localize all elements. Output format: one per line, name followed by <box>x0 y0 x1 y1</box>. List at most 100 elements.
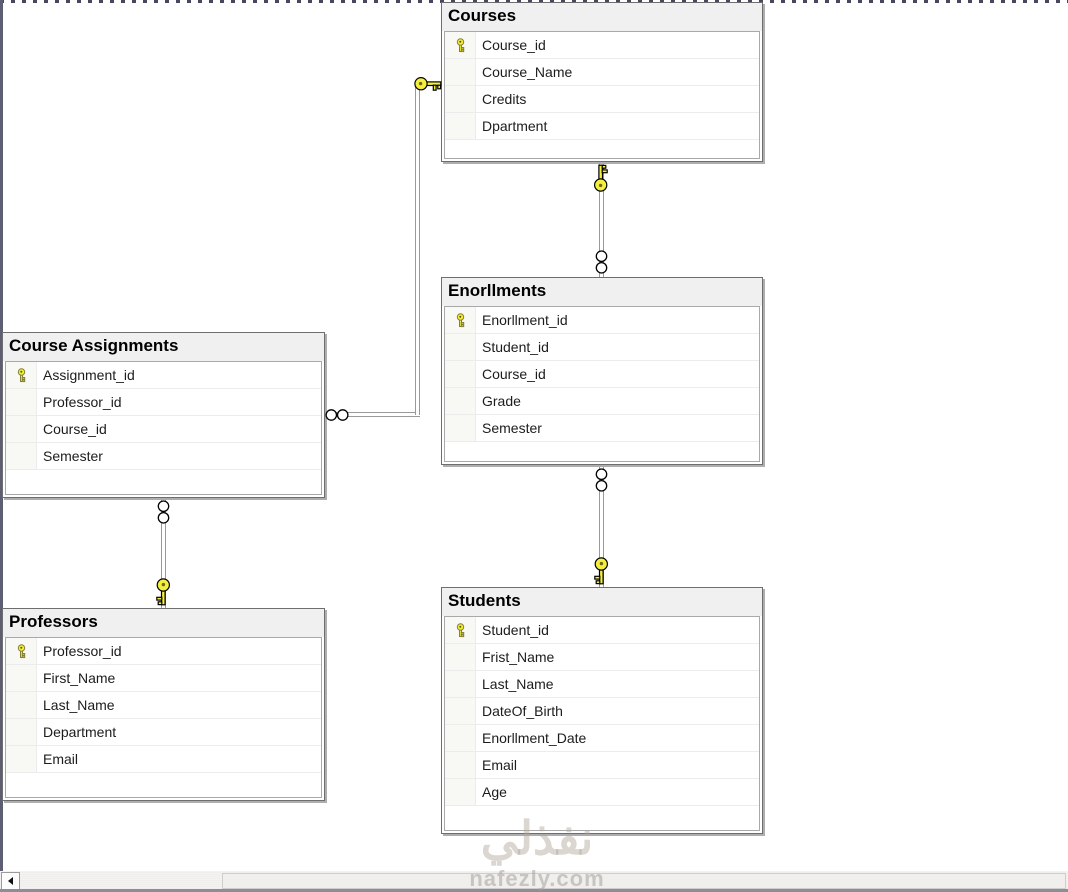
table-title[interactable]: Enorllments <box>442 278 762 306</box>
column-row[interactable]: Semester <box>445 415 759 442</box>
relationship-line[interactable] <box>599 162 604 278</box>
table-title[interactable]: Students <box>442 588 762 616</box>
column-row[interactable]: Enorllment_id <box>445 307 759 334</box>
scrollbar-thumb[interactable] <box>222 873 1066 889</box>
column-row[interactable]: Semester <box>6 443 321 470</box>
row-selector-cell[interactable] <box>6 443 37 469</box>
row-selector-cell[interactable] <box>6 692 37 718</box>
column-row[interactable]: Student_id <box>445 617 759 644</box>
row-selector-cell[interactable] <box>445 334 476 360</box>
column-name: Email <box>43 751 79 767</box>
table-title[interactable]: Courses <box>442 3 762 31</box>
row-selector-cell[interactable] <box>6 389 37 415</box>
column-name: Assignment_id <box>43 367 135 383</box>
column-name: Course_Name <box>482 64 573 80</box>
row-selector-cell[interactable] <box>445 388 476 414</box>
column-row[interactable]: Course_id <box>445 32 759 59</box>
row-selector-cell[interactable] <box>445 644 476 670</box>
row-selector-cell[interactable] <box>445 361 476 387</box>
column-name: Grade <box>482 393 521 409</box>
column-name: Age <box>482 784 507 800</box>
relationship-line[interactable] <box>161 496 166 609</box>
row-selector-cell[interactable] <box>445 698 476 724</box>
column-row[interactable]: Course_id <box>445 361 759 388</box>
row-selector-cell[interactable] <box>445 671 476 697</box>
infinity-many-icon <box>324 408 350 422</box>
column-row[interactable]: Email <box>6 746 321 773</box>
column-row[interactable]: Student_id <box>445 334 759 361</box>
row-selector-cell[interactable] <box>6 362 37 388</box>
left-arrow-icon <box>8 877 13 885</box>
row-selector-cell[interactable] <box>6 416 37 442</box>
row-selector-cell[interactable] <box>6 746 37 772</box>
column-name: Course_id <box>482 366 546 382</box>
row-selector-cell[interactable] <box>6 719 37 745</box>
row-selector-cell[interactable] <box>445 86 476 112</box>
horizontal-scrollbar[interactable] <box>0 871 1068 892</box>
primary-key-icon <box>456 312 464 327</box>
column-row[interactable]: First_Name <box>6 665 321 692</box>
column-row[interactable]: Last_Name <box>6 692 321 719</box>
table-title[interactable]: Course Assignments <box>3 333 324 361</box>
column-row[interactable]: Grade <box>445 388 759 415</box>
column-row[interactable]: Credits <box>445 86 759 113</box>
key-one-icon <box>592 556 610 586</box>
row-selector-cell[interactable] <box>445 415 476 441</box>
canvas-top-dashed-edge <box>0 0 1068 3</box>
primary-key-icon <box>17 367 25 382</box>
row-selector-cell[interactable] <box>445 779 476 805</box>
key-one-icon <box>154 577 172 607</box>
column-row[interactable]: Course_Name <box>445 59 759 86</box>
relationship-line[interactable] <box>323 412 420 417</box>
column-row[interactable]: Age <box>445 779 759 806</box>
column-name: Email <box>482 757 518 773</box>
column-name: Semester <box>482 420 542 436</box>
row-selector-cell[interactable] <box>6 638 37 664</box>
primary-key-icon <box>456 622 464 637</box>
row-selector-cell[interactable] <box>445 307 476 333</box>
column-name: Last_Name <box>482 676 554 692</box>
scroll-left-button[interactable] <box>1 872 20 890</box>
column-row[interactable]: Email <box>445 752 759 779</box>
column-row[interactable]: Department <box>6 719 321 746</box>
primary-key-icon <box>456 37 464 52</box>
row-selector-cell[interactable] <box>445 113 476 139</box>
column-name: Enorllment_Date <box>482 730 587 746</box>
column-name: Student_id <box>482 339 549 355</box>
infinity-many-icon <box>156 498 171 526</box>
column-name: DateOf_Birth <box>482 703 563 719</box>
row-selector-cell[interactable] <box>445 32 476 58</box>
column-row[interactable]: Professor_id <box>6 389 321 416</box>
infinity-many-icon <box>594 466 609 494</box>
row-selector-cell[interactable] <box>445 59 476 85</box>
row-selector-cell[interactable] <box>445 617 476 643</box>
column-row[interactable]: Course_id <box>6 416 321 443</box>
column-name: Department <box>43 724 117 740</box>
relationship-line[interactable] <box>415 83 420 415</box>
row-selector-cell[interactable] <box>6 665 37 691</box>
column-name: Dpartment <box>482 118 548 134</box>
column-row[interactable]: DateOf_Birth <box>445 698 759 725</box>
table-title[interactable]: Professors <box>3 609 324 637</box>
column-row[interactable]: Dpartment <box>445 113 759 140</box>
window-bottom-edge <box>0 889 1068 892</box>
row-selector-cell[interactable] <box>445 752 476 778</box>
column-row[interactable]: Last_Name <box>445 671 759 698</box>
column-name: Semester <box>43 448 103 464</box>
column-name: Professor_id <box>43 643 122 659</box>
column-row[interactable]: Frist_Name <box>445 644 759 671</box>
column-name: Course_id <box>482 37 546 53</box>
column-row[interactable]: Assignment_id <box>6 362 321 389</box>
column-row[interactable]: Professor_id <box>6 638 321 665</box>
row-selector-cell[interactable] <box>445 725 476 751</box>
relationship-line[interactable] <box>599 464 604 588</box>
column-row[interactable]: Enorllment_Date <box>445 725 759 752</box>
